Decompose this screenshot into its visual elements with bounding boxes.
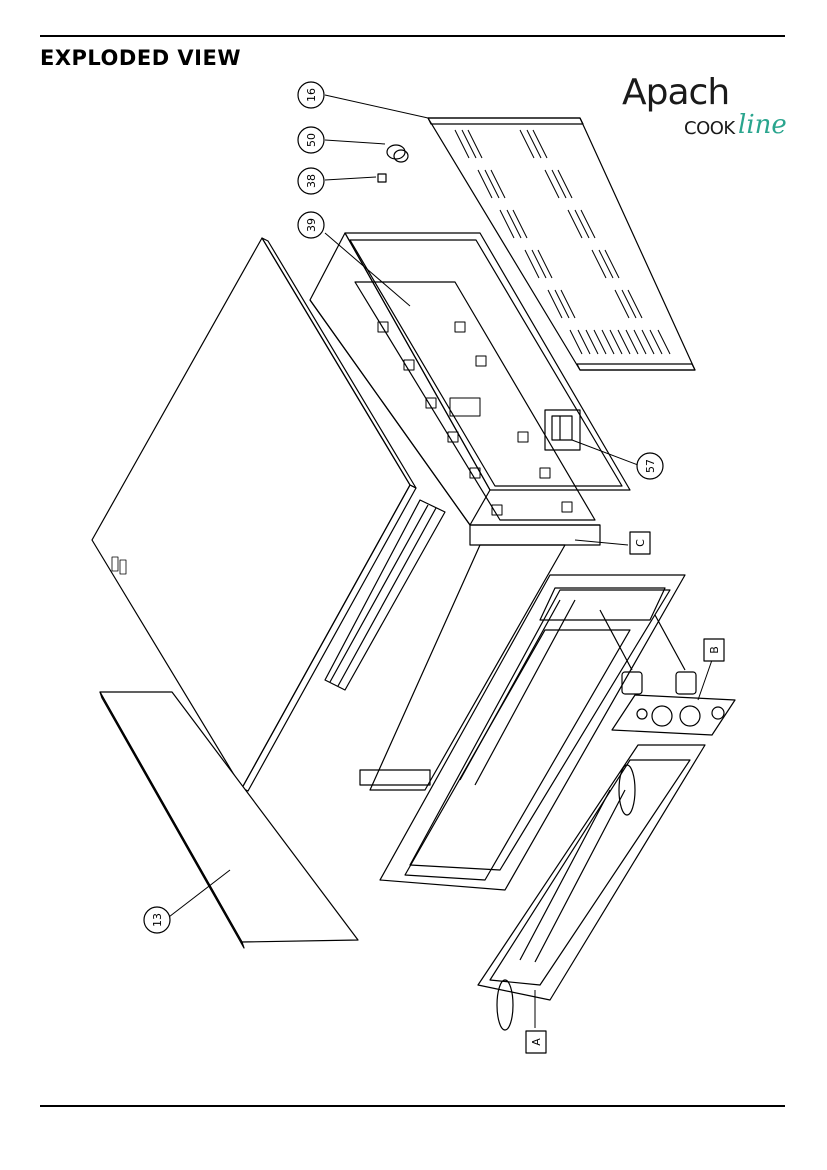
apach-cook-line-logo: Apach COOK line bbox=[618, 70, 788, 150]
base-frame bbox=[477, 744, 706, 1031]
svg-text:B: B bbox=[708, 646, 721, 654]
bottom-rule bbox=[40, 1105, 785, 1107]
exploded-view-drawing: 16 50 38 39 57 13 C B bbox=[85, 72, 740, 1062]
side-rails bbox=[324, 499, 601, 791]
callout-B: B bbox=[703, 638, 725, 662]
svg-text:16: 16 bbox=[305, 88, 318, 102]
page-title: EXPLODED VIEW bbox=[40, 46, 242, 70]
callout-38: 38 bbox=[297, 167, 325, 195]
callout-50: 50 bbox=[297, 126, 325, 154]
callout-13: 13 bbox=[143, 906, 171, 934]
svg-text:38: 38 bbox=[305, 174, 318, 188]
svg-text:A: A bbox=[530, 1038, 543, 1046]
callouts: 16 50 38 39 57 13 C B bbox=[143, 81, 725, 1054]
top-rule bbox=[40, 35, 785, 37]
svg-text:C: C bbox=[634, 539, 647, 547]
logo-script: line bbox=[738, 110, 787, 140]
svg-text:13: 13 bbox=[151, 913, 164, 927]
vented-top-panel bbox=[427, 117, 696, 371]
callout-57: 57 bbox=[636, 452, 664, 480]
callout-C: C bbox=[629, 531, 651, 555]
svg-text:50: 50 bbox=[305, 133, 318, 147]
callout-16: 16 bbox=[297, 81, 325, 109]
logo-brand: Apach bbox=[622, 72, 730, 113]
svg-text:39: 39 bbox=[305, 218, 318, 232]
callout-39: 39 bbox=[297, 211, 325, 239]
control-panel bbox=[599, 609, 736, 736]
bottom-panel bbox=[99, 691, 359, 949]
front-frame bbox=[379, 574, 686, 891]
svg-text:57: 57 bbox=[644, 459, 657, 473]
callout-A: A bbox=[525, 1030, 547, 1054]
logo-sub: COOK bbox=[684, 118, 735, 139]
